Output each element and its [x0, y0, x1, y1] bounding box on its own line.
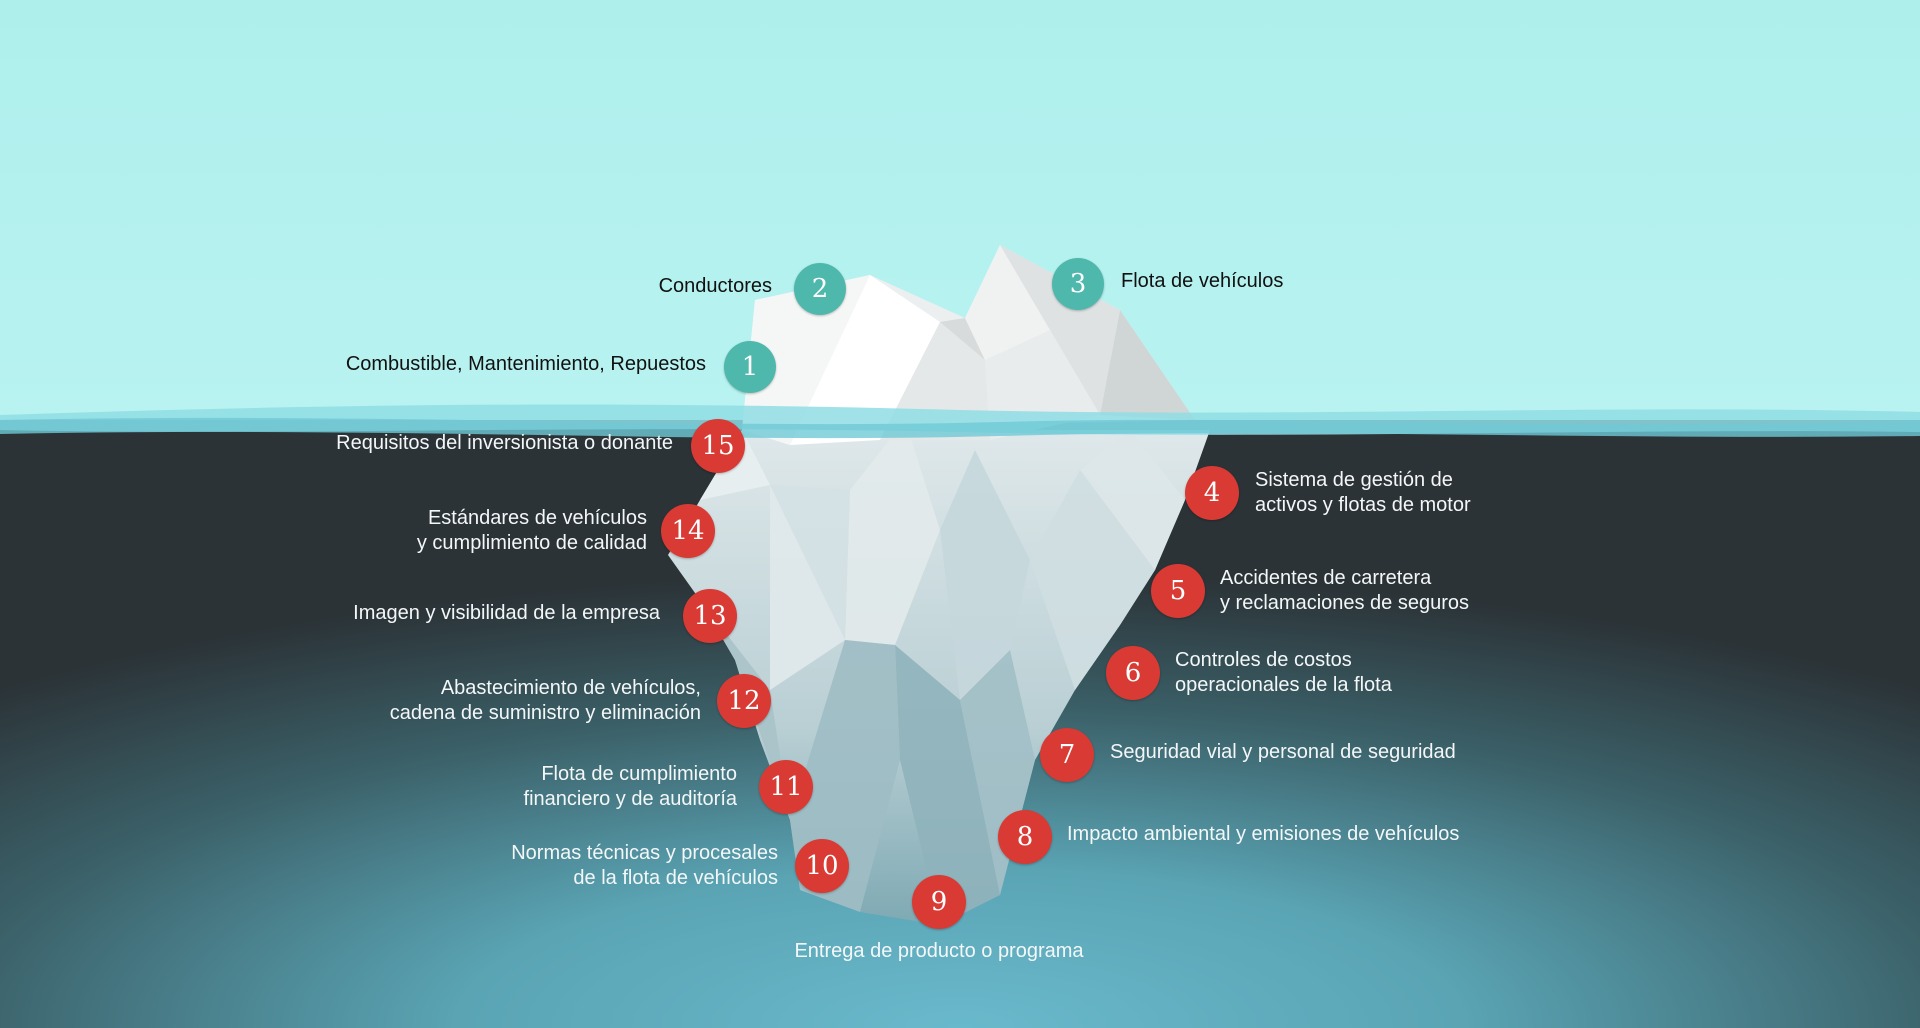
item-label-line: Imagen y visibilidad de la empresa	[353, 602, 660, 624]
item-label-line: Flota de cumplimiento	[541, 763, 737, 785]
item-label: Normas técnicas y procesales de la flota …	[511, 841, 778, 891]
item-number-badge: 15	[691, 419, 745, 473]
item-label-line: Sistema de gestión de	[1255, 469, 1453, 491]
item-label: Conductores	[659, 274, 772, 299]
item-label-line: de la flota de vehículos	[573, 867, 778, 889]
item-number-badge: 6	[1106, 646, 1160, 700]
item-label-line: Conductores	[658, 275, 772, 297]
item-label-line: y cumplimiento de calidad	[416, 532, 647, 554]
item-label-line: Flota de vehículos	[1121, 270, 1284, 292]
item-label: Flota de cumplimiento financiero y de aud…	[524, 762, 737, 812]
item-label: Requisitos del inversionista o donante	[336, 431, 673, 456]
item-label: Impacto ambiental y emisiones de vehícul…	[1067, 822, 1459, 847]
item-label-line: Requisitos del inversionista o donante	[336, 432, 673, 454]
item-number-badge: 14	[661, 504, 715, 558]
item-label: Accidentes de carretera y reclamaciones d…	[1220, 566, 1469, 616]
item-number-badge: 2	[794, 263, 846, 315]
item-label: Estándares de vehículos y cumplimiento de…	[417, 506, 647, 556]
item-label: Controles de costos operacionales de la f…	[1175, 648, 1392, 698]
item-number-badge: 1	[724, 341, 776, 393]
item-label-line: Seguridad vial y personal de seguridad	[1110, 741, 1456, 763]
item-number-badge: 11	[759, 760, 813, 814]
item-label: Combustible, Mantenimiento, Repuestos	[346, 352, 706, 377]
item-label-line: Abastecimiento de vehículos,	[440, 677, 701, 699]
item-label: Abastecimiento de vehículos, cadena de su…	[390, 676, 701, 726]
water-surface	[0, 404, 1920, 439]
item-label-line: financiero y de auditoría	[523, 788, 737, 810]
item-number-badge: 10	[795, 839, 849, 893]
item-number-badge: 9	[912, 875, 966, 929]
item-number-badge: 12	[717, 674, 771, 728]
item-label-line: Entrega de producto o programa	[794, 940, 1084, 962]
item-label-line: Accidentes de carretera	[1220, 567, 1432, 589]
item-label-line: Normas técnicas y procesales	[511, 842, 778, 864]
item-label: Entrega de producto o programa	[794, 939, 1083, 964]
item-number-badge: 13	[683, 589, 737, 643]
item-label-line: cadena de suministro y eliminación	[389, 702, 701, 724]
item-label: Sistema de gestión de activos y flotas de…	[1255, 468, 1471, 518]
item-label-line: activos y flotas de motor	[1255, 494, 1471, 516]
item-number-badge: 8	[998, 810, 1052, 864]
item-label-line: Combustible, Mantenimiento, Repuestos	[345, 353, 706, 375]
item-label-line: y reclamaciones de seguros	[1220, 592, 1470, 614]
item-label-line: operacionales de la flota	[1175, 674, 1392, 696]
item-label-line: Estándares de vehículos	[427, 507, 647, 529]
item-number-badge: 5	[1151, 564, 1205, 618]
item-number-badge: 7	[1040, 728, 1094, 782]
item-number-badge: 3	[1052, 258, 1104, 310]
item-label: Seguridad vial y personal de seguridad	[1110, 740, 1456, 765]
item-label-line: Impacto ambiental y emisiones de vehícul…	[1067, 823, 1460, 845]
item-label: Flota de vehículos	[1121, 269, 1283, 294]
item-label: Imagen y visibilidad de la empresa	[353, 601, 660, 626]
item-label-line: Controles de costos	[1175, 649, 1352, 671]
item-number-badge: 4	[1185, 466, 1239, 520]
